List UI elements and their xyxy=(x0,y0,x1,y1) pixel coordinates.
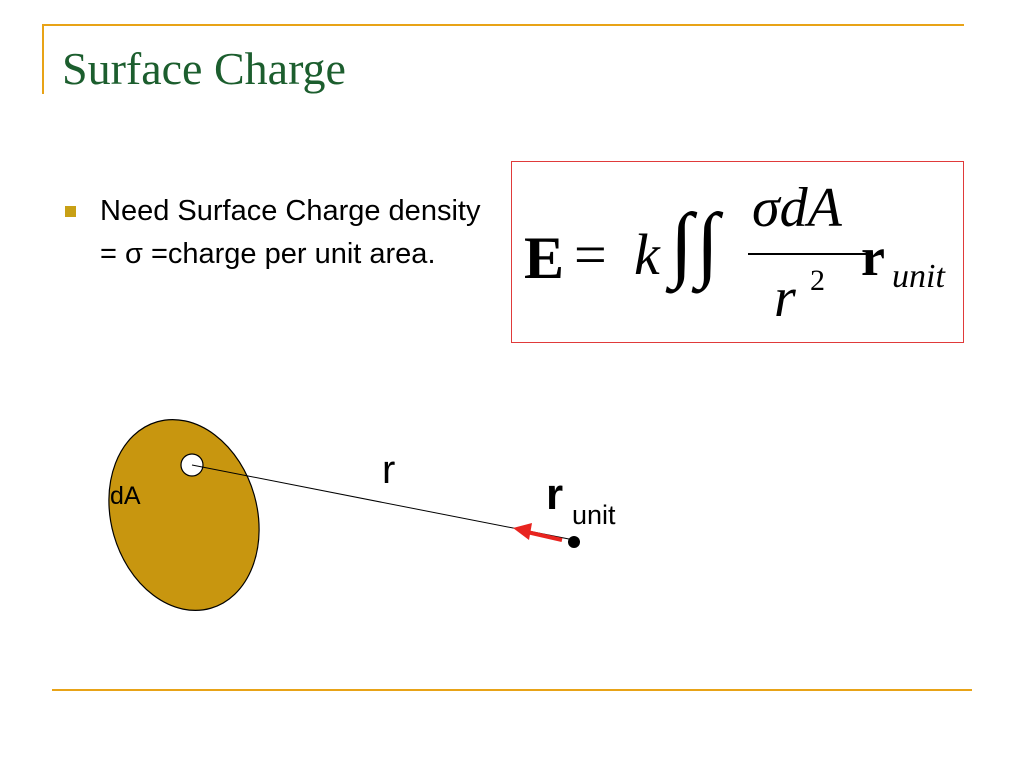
area-label: dA xyxy=(110,482,141,510)
field-point xyxy=(568,536,580,548)
bullet-square-icon xyxy=(65,206,76,217)
unit-vector-label: r xyxy=(546,470,564,519)
formula-constant-k: k xyxy=(634,222,660,287)
unit-vector-subscript: unit xyxy=(572,500,616,530)
formula-equals: = xyxy=(574,222,607,287)
unit-vector-arrow-shaft xyxy=(526,530,563,542)
formula-numerator: σdA xyxy=(752,177,842,239)
bullet-text: Need Surface Charge density = σ =charge … xyxy=(100,195,481,270)
formula-unit-subscript: unit xyxy=(892,258,945,295)
title-left-rule xyxy=(42,24,44,94)
unit-vector-arrow-head xyxy=(513,523,532,540)
formula-unit-vector: r xyxy=(861,227,885,287)
formula-exponent: 2 xyxy=(810,264,825,297)
formula-fraction-bar xyxy=(748,253,872,255)
footer-rule xyxy=(52,689,972,691)
title-top-rule xyxy=(42,24,964,26)
distance-line-r xyxy=(191,464,575,541)
formula-denominator: r xyxy=(774,267,796,329)
formula-integral-1: ∫ xyxy=(670,197,694,290)
formula-field-E: E xyxy=(524,225,565,291)
surface-blob xyxy=(108,419,260,611)
bullet-square-shape xyxy=(65,206,76,217)
distance-label: r xyxy=(382,448,396,492)
formula-box: E = k ∫ ∫ σdA r 2 r unit xyxy=(511,161,964,343)
slide-title: Surface Charge xyxy=(62,43,346,94)
formula-integral-2: ∫ xyxy=(696,197,720,290)
